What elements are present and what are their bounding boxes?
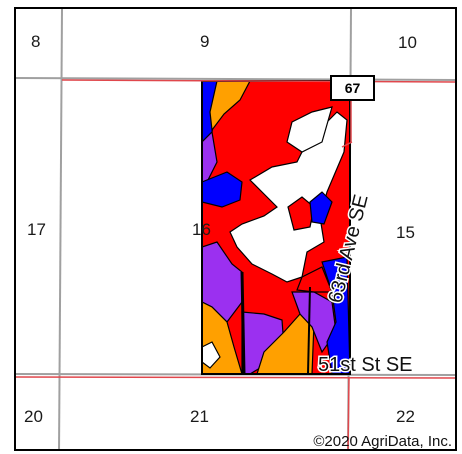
road-lines xyxy=(16,79,455,449)
section-label-22: 22 xyxy=(396,407,415,426)
section-label-16: 16 xyxy=(192,220,211,239)
road-line-north xyxy=(61,79,455,83)
soil-unit-blue-se xyxy=(321,256,350,374)
route-shield-label: 67 xyxy=(345,80,361,96)
soil-line-1 xyxy=(240,271,246,374)
soil-parcel[interactable] xyxy=(201,80,351,375)
soil-unit-red-se xyxy=(296,266,333,293)
soil-unit-blue-inner xyxy=(309,191,333,225)
soil-unit-orange-nw xyxy=(209,81,251,132)
section-label-21: 21 xyxy=(190,407,209,426)
section-label-9: 9 xyxy=(200,32,209,51)
soil-unit-blue-w xyxy=(202,171,243,208)
section-line-west xyxy=(58,9,63,449)
soil-unit-white-north xyxy=(286,106,333,153)
section-label-10: 10 xyxy=(398,33,417,52)
soil-unit-purple-w xyxy=(202,130,218,183)
section-label-8: 8 xyxy=(31,32,40,51)
section-line-north xyxy=(16,77,455,81)
road-line-east-bottom xyxy=(347,377,350,449)
copyright-text: ©2020 AgriData, Inc. xyxy=(313,433,452,450)
soil-line-2 xyxy=(307,286,311,374)
section-label-20: 20 xyxy=(24,407,43,426)
route-shield[interactable]: 67 xyxy=(330,75,375,101)
road-tick xyxy=(341,141,353,148)
soil-unit-white-sw xyxy=(202,341,221,369)
map-frame: 67 8 9 10 17 16 15 20 21 22 63rd Ave SE … xyxy=(14,7,457,451)
section-label-15: 15 xyxy=(396,223,415,242)
soil-map[interactable]: 67 8 9 10 17 16 15 20 21 22 63rd Ave SE … xyxy=(16,9,457,451)
road-line-south xyxy=(16,376,455,379)
horizontal-road-label: 51st St SE xyxy=(318,354,413,376)
section-labels: 8 9 10 17 16 15 20 21 22 xyxy=(24,32,417,426)
section-label-17: 17 xyxy=(27,220,46,239)
